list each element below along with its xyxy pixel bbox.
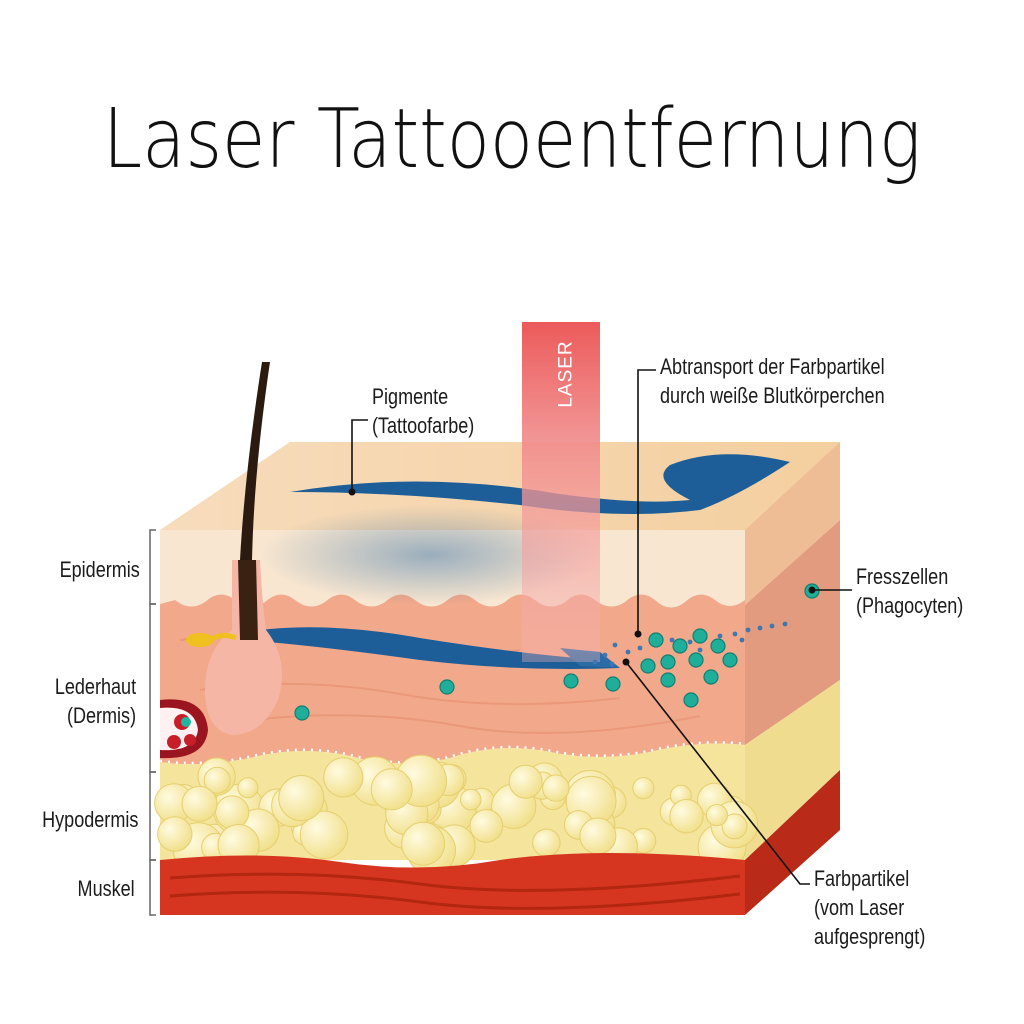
phagocyte-cell [688, 652, 704, 668]
fat-cell [299, 810, 349, 859]
layer-brackets [149, 529, 156, 916]
fat-cell [542, 774, 570, 802]
fat-cells [154, 754, 759, 876]
phagocyte-cell [672, 638, 688, 654]
phagocyte-cell [683, 692, 699, 708]
ink-particle [609, 661, 615, 667]
laser-label: LASER [555, 340, 577, 408]
phagocyte-cell [692, 628, 708, 644]
phagocyte-cell [640, 658, 656, 674]
particles-label: Farbpartikel (vom Laser aufgesprengt) [814, 866, 926, 949]
ink-particle [717, 633, 723, 639]
epidermis-label: Epidermis [59, 557, 140, 582]
phagocyte-cell [294, 705, 310, 721]
phagocyte-cell [648, 632, 664, 648]
fat-cell [460, 788, 482, 811]
page-title: Laser Tattooentfernung [102, 92, 922, 187]
fat-cell [401, 821, 446, 866]
phagocyte-cell [439, 679, 455, 695]
fat-cell [278, 775, 325, 822]
muscle-label: Muskel [77, 876, 135, 901]
ink-particle [739, 637, 745, 643]
ink-particle [687, 639, 693, 645]
fat-cell [721, 813, 748, 840]
phagocyte-cell [660, 672, 676, 688]
fat-cell [532, 828, 561, 857]
ink-particle [637, 645, 643, 651]
ink-particle [757, 625, 763, 631]
phagocyte-cell [563, 673, 579, 689]
muscle-layer [160, 853, 745, 915]
dermis-label: Lederhaut (Dermis) [54, 674, 136, 728]
fat-cell [323, 757, 364, 798]
fat-cell [579, 817, 617, 855]
ink-particle [782, 621, 788, 627]
fat-cell [203, 766, 231, 794]
leader-lines [351, 369, 852, 885]
ink-particle [602, 652, 608, 658]
ink-particle [612, 642, 618, 648]
muscle-fibers [169, 872, 741, 910]
fat-cell [370, 768, 413, 811]
phagocyte-cell [710, 638, 726, 654]
phagocyte-cell [605, 676, 621, 692]
fat-cell [469, 809, 504, 843]
ink-particle [732, 631, 738, 637]
phagocyte-cell [722, 652, 738, 668]
fat-cell [181, 785, 218, 822]
ink-particle [745, 627, 751, 633]
ink-particle [669, 637, 675, 643]
hair-follicle [186, 362, 282, 735]
leader-dots [348, 488, 816, 666]
blood-vessel [160, 699, 208, 759]
fat-cell [632, 777, 655, 800]
pigments-label: Pigmente (Tattoofarbe) [372, 384, 475, 438]
transport-label: Abtransport der Farbpartikel durch weiße… [660, 354, 885, 408]
phagocytes-label: Fresszellen (Phagocyten) [856, 564, 964, 618]
phagocyte-cell [703, 669, 719, 685]
phagocytes [294, 583, 820, 721]
block-side-face [745, 442, 840, 915]
fat-cell [237, 777, 259, 799]
ink-particle [769, 623, 775, 629]
ink-particle [625, 649, 631, 655]
fat-cell [215, 795, 250, 830]
fat-cell [508, 764, 543, 799]
laser-beam [522, 322, 600, 662]
fat-cell [157, 816, 193, 852]
fat-cell [669, 799, 704, 834]
ink-particle [697, 647, 703, 653]
hypodermis-label: Hypodermis [41, 807, 138, 832]
phagocyte-cell [660, 654, 676, 670]
fat-cell [705, 804, 729, 827]
ink-particle [592, 659, 598, 665]
